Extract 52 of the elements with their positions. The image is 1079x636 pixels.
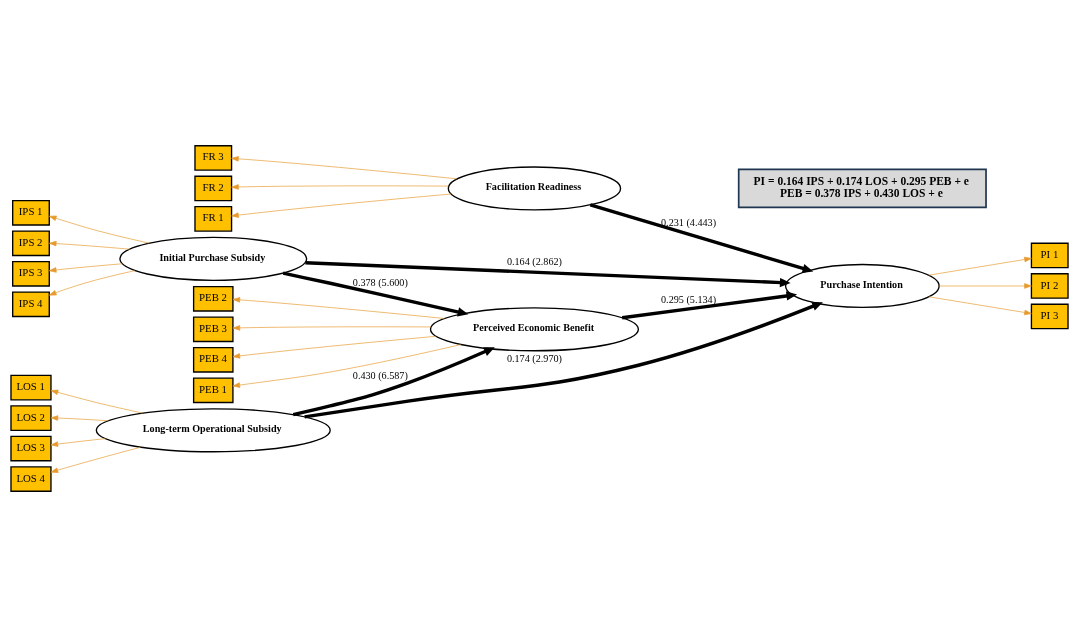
arrow <box>292 346 495 416</box>
arrow <box>50 446 141 473</box>
node-ellipse: Long-term Operational Subsidy <box>95 407 331 452</box>
node-box: PI 2 <box>1030 272 1069 299</box>
arrow <box>49 215 150 243</box>
arrow <box>304 301 823 418</box>
node-box: IPS 3 <box>12 260 50 287</box>
node-box: PEB 1 <box>192 376 234 403</box>
node-box: IPS 1 <box>12 199 50 226</box>
arrow <box>49 269 136 295</box>
arrow <box>282 271 469 316</box>
edge-label: 0.378 (5.600) <box>352 276 408 288</box>
arrow <box>232 324 432 331</box>
edge-label: 0.174 (2.970) <box>506 352 562 364</box>
arrow <box>938 282 1032 289</box>
arrow <box>49 240 131 250</box>
arrow <box>232 296 445 319</box>
arrow <box>231 155 458 179</box>
node-box: LOS 2 <box>10 404 52 431</box>
arrow <box>231 183 449 190</box>
arrow <box>928 256 1032 275</box>
arrow <box>50 437 106 447</box>
node-box: PI 1 <box>1030 242 1069 268</box>
node-box: IPS 4 <box>12 290 50 317</box>
node-ellipse: Initial Purchase Subsidy <box>119 236 308 281</box>
arrow <box>589 202 814 273</box>
node-box: FR 2 <box>194 175 233 201</box>
edge-label: 0.164 (2.862) <box>506 255 562 267</box>
arrow <box>49 262 123 273</box>
node-box: LOS 3 <box>10 435 52 461</box>
node-box: PEB 3 <box>192 315 234 342</box>
arrow <box>928 295 1032 315</box>
arrow <box>305 260 791 287</box>
arrow <box>622 290 798 319</box>
arrow <box>232 335 437 359</box>
arrow <box>50 414 109 421</box>
node-box: PI 3 <box>1030 303 1069 329</box>
node-box: FR 1 <box>194 205 233 232</box>
node-box: IPS 2 <box>12 229 50 256</box>
edge-label: 0.295 (5.134) <box>661 293 717 305</box>
edge-label: 0.231 (4.443) <box>661 216 717 228</box>
node-box: PEB 2 <box>192 285 234 312</box>
node-box: LOS 4 <box>10 465 52 492</box>
edge-label: 0.430 (6.587) <box>352 369 408 381</box>
node-box: PEB 4 <box>192 346 234 373</box>
node-box: FR 3 <box>194 144 233 171</box>
node-ellipse: Facilitation Readiness <box>447 165 622 210</box>
arrow <box>50 389 143 413</box>
node-box: PI = 0.164 IPS + 0.174 LOS + 0.295 PEB + e PEB = 0.378 IPS + 0.430 LOS + e <box>737 168 987 208</box>
arrow <box>232 343 462 388</box>
arrow <box>231 193 452 218</box>
node-box: LOS 1 <box>10 374 52 400</box>
